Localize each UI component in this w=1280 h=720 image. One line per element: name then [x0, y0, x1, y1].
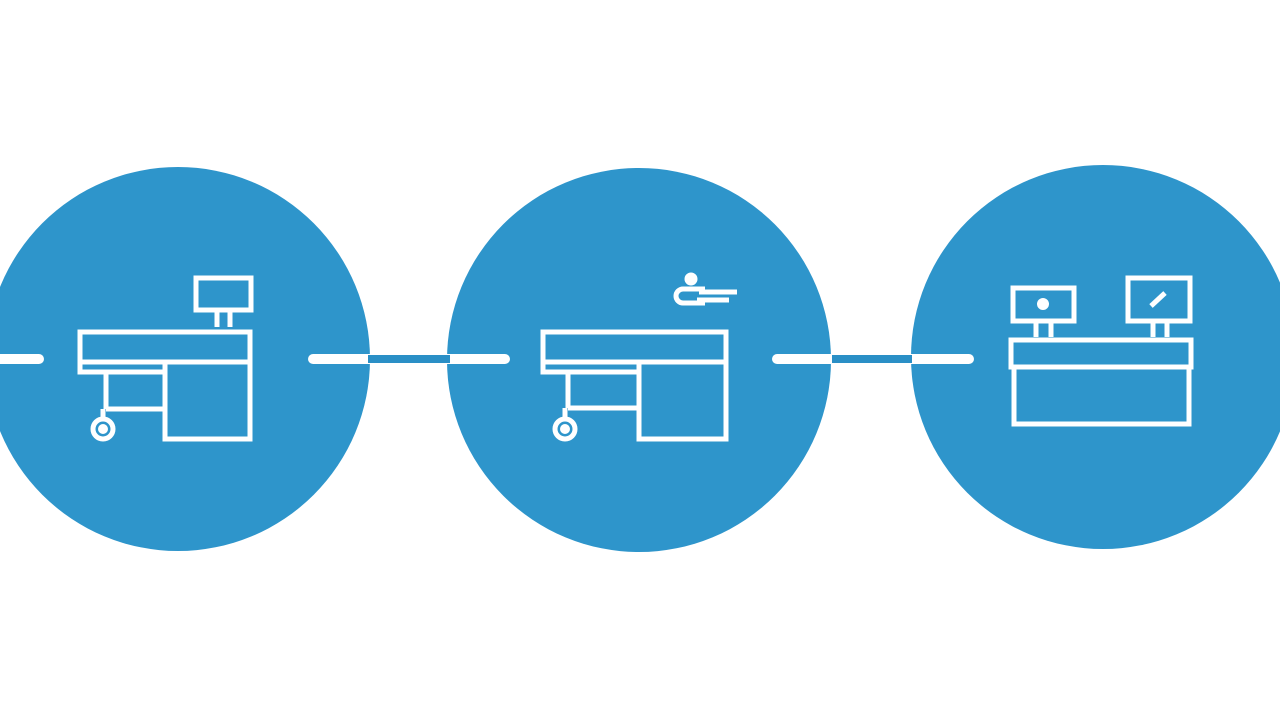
pos-counter-scanner-icon	[540, 272, 737, 442]
dual-register-counter-icon	[1008, 275, 1194, 427]
pos-scanner-node	[447, 168, 831, 552]
connector-2-inner	[832, 355, 912, 363]
pos-counter-cart-icon	[77, 275, 254, 442]
connector-left-edge	[0, 354, 44, 364]
connector-1-inner	[368, 355, 450, 363]
